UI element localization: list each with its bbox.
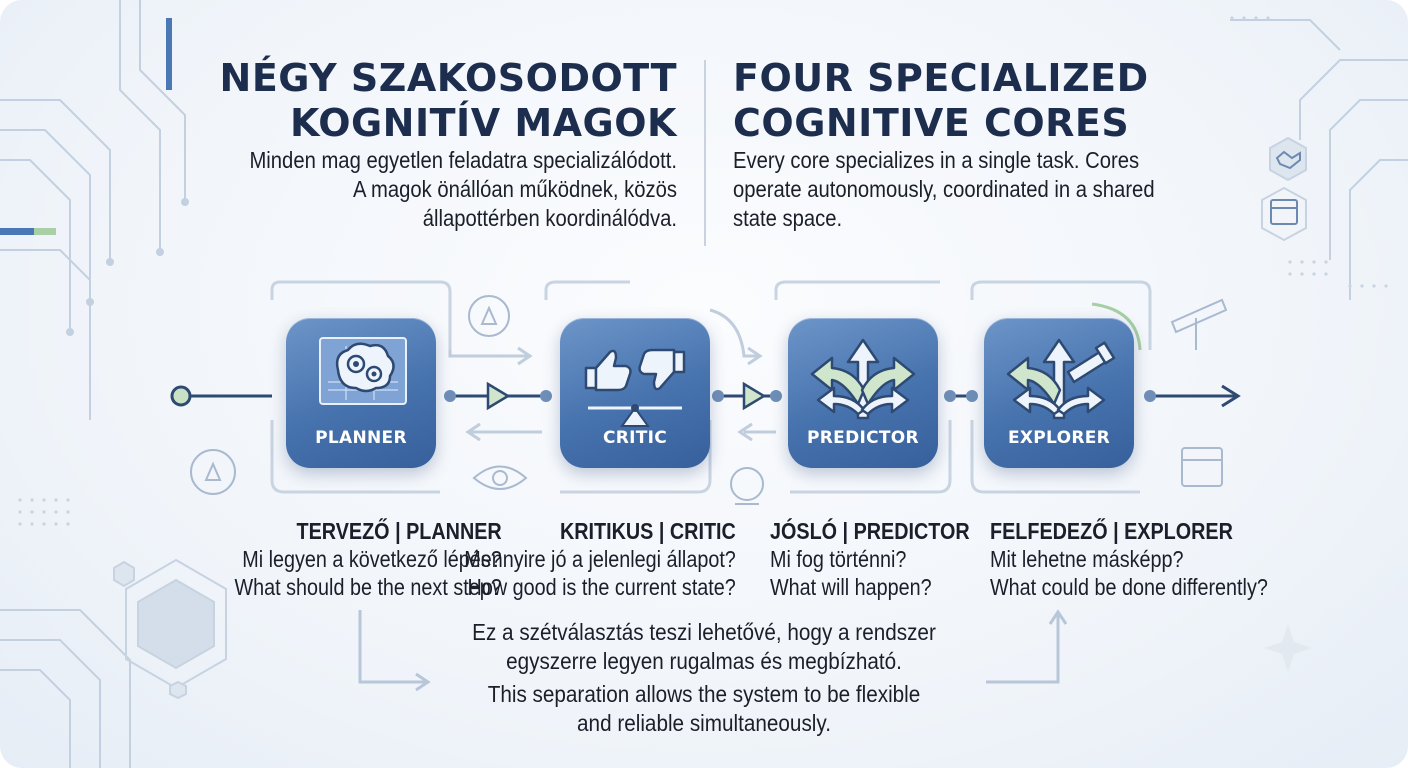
summary-english: This separation allows the system to be … — [434, 680, 974, 738]
intro-hungarian: Minden mag egyetlen feladatra specializá… — [184, 146, 677, 233]
hexagon-decor — [113, 136, 1307, 700]
planner-question-en: What should be the next step? — [234, 574, 502, 600]
right-circuit-traces — [1230, 19, 1408, 300]
core-label: CRITIC — [602, 428, 668, 448]
core-frames — [270, 280, 1152, 494]
title-en-line-2: COGNITIVE CORES — [733, 101, 1130, 145]
critic-question-hu: Mennyire jó a jelenlegi állapot? — [464, 546, 736, 572]
title-english: FOUR SPECIALIZED COGNITIVE CORES — [733, 56, 1293, 146]
summary-en-line-1: This separation allows the system to be … — [487, 681, 921, 707]
description-critic: KRITIKUS | CRITIC Mennyire jó a jelenleg… — [464, 517, 736, 601]
thumbs-balance-icon — [584, 348, 686, 427]
critic-heading: KRITIKUS | CRITIC — [560, 518, 736, 544]
core-label: EXPLORER — [1007, 428, 1111, 448]
description-predictor: JÓSLÓ | PREDICTOR Mi fog történni? What … — [770, 517, 970, 601]
title-divider — [704, 60, 706, 246]
crystal-ball-icon — [730, 467, 764, 505]
main-flow-line — [170, 381, 1241, 411]
title-en-line-1: FOUR SPECIALIZED — [733, 56, 1149, 100]
compass-icon — [190, 295, 510, 495]
predictor-question-en: What will happen? — [770, 574, 932, 600]
calendar-icon — [1270, 199, 1298, 225]
core-label: PLANNER — [315, 428, 407, 448]
summary-en-line-2: and reliable simultaneously. — [577, 710, 831, 736]
intro-hu-line-1: Minden mag egyetlen feladatra specializá… — [249, 147, 677, 173]
intro-hu-line-3: állapottérben koordinálódva. — [422, 205, 677, 231]
core-label: PREDICTOR — [807, 428, 919, 448]
intro-hu-line-2: A magok önállóan működnek, közös — [352, 176, 677, 202]
intro-en-line-3: state space. — [733, 205, 843, 231]
intro-en-line-1: Every core specializes in a single task.… — [733, 147, 1140, 173]
accent-bar-horizontal — [0, 228, 34, 235]
explorer-question-en: What could be done differently? — [990, 574, 1268, 600]
dot-grid — [18, 16, 1388, 526]
telescope-arrows-icon — [1006, 338, 1116, 420]
feedback-arrows — [448, 308, 776, 442]
predictor-heading: JÓSLÓ | PREDICTOR — [770, 518, 970, 544]
intro-english: Every core specializes in a single task.… — [733, 146, 1226, 233]
core-planner: PLANNER — [286, 318, 436, 468]
sparkle-icon — [1264, 624, 1312, 672]
title-hu-line-2: KOGNITÍV MAGOK — [289, 101, 677, 145]
description-planner: TERVEZŐ | PLANNER Mi legyen a következő … — [235, 517, 502, 601]
branching-arrows-icon — [810, 338, 916, 420]
core-explorer: EXPLORER — [984, 318, 1134, 468]
planner-heading: TERVEZŐ | PLANNER — [296, 518, 502, 544]
planner-question-hu: Mi legyen a következő lépés? — [242, 546, 503, 572]
accent-bar-green — [34, 228, 56, 235]
trace-dots — [66, 198, 189, 336]
telescope-small-icon — [1170, 298, 1228, 350]
eye-icon — [472, 465, 528, 490]
left-circuit-traces — [0, 0, 186, 768]
title-hu-line-1: NÉGY SZAKOSODOTT — [219, 56, 677, 100]
handshake-icon — [1275, 150, 1301, 170]
summary-hungarian: Ez a szétválasztás teszi lehetővé, hogy … — [434, 618, 974, 676]
title-hungarian: NÉGY SZAKOSODOTT KOGNITÍV MAGOK — [157, 56, 677, 146]
intro-en-line-2: operate autonomously, coordinated in a s… — [733, 176, 1155, 202]
green-arc — [1091, 302, 1142, 351]
core-critic: CRITIC — [560, 318, 710, 468]
summary-hu-line-1: Ez a szétválasztás teszi lehetővé, hogy … — [472, 619, 936, 645]
critic-question-en: How good is the current state? — [467, 574, 736, 600]
summary-hu-line-2: egyszerre legyen rugalmas és megbízható. — [506, 648, 902, 674]
core-predictor: PREDICTOR — [788, 318, 938, 468]
accent-bar-vertical — [166, 18, 172, 90]
calendar-small-icon — [1181, 447, 1223, 487]
brain-gears-icon — [319, 337, 407, 405]
explorer-heading: FELFEDEZŐ | EXPLORER — [990, 518, 1233, 544]
explorer-question-hu: Mit lehetne másképp? — [990, 546, 1184, 572]
summary-connectors — [358, 609, 1068, 692]
description-explorer: FELFEDEZŐ | EXPLORER Mit lehetne másképp… — [990, 517, 1268, 601]
predictor-question-hu: Mi fog történni? — [770, 546, 907, 572]
